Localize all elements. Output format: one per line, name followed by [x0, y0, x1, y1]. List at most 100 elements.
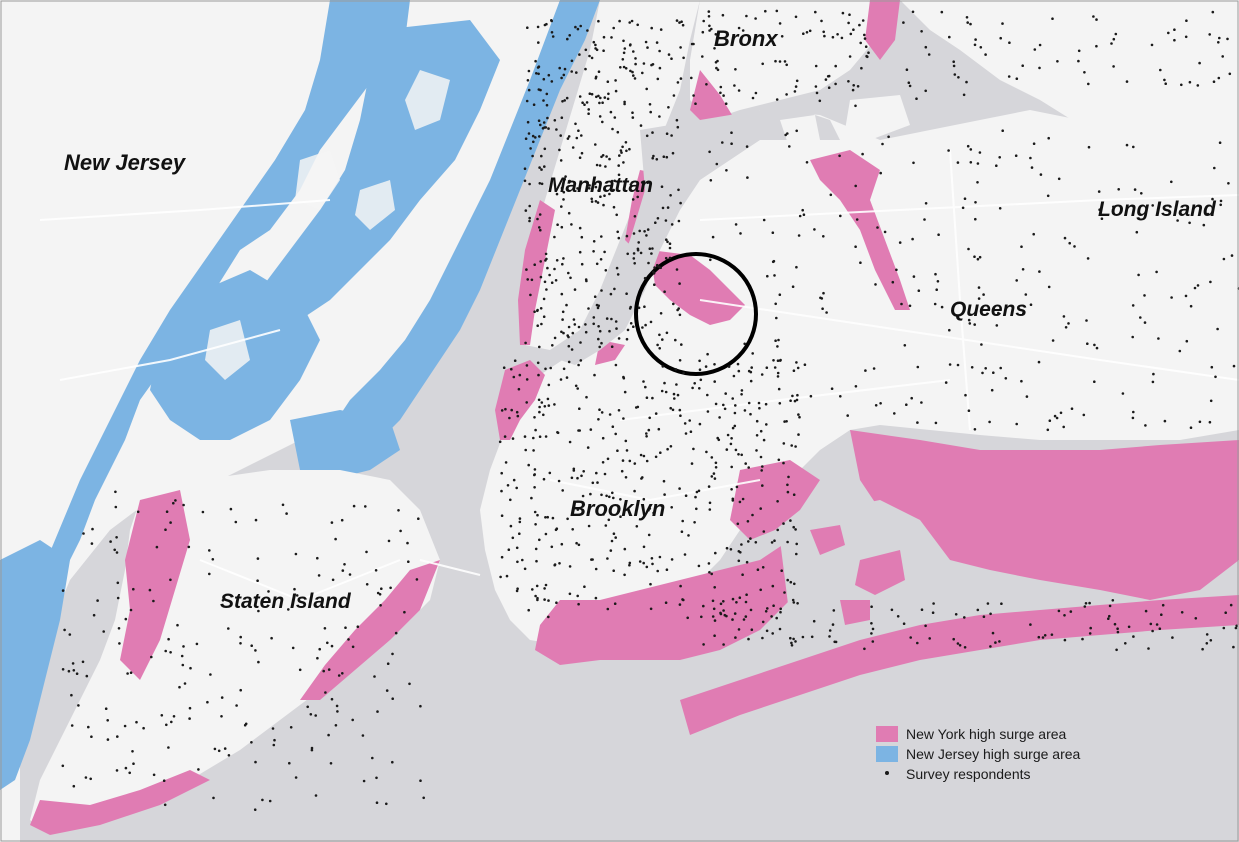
survey-respondent-dot	[995, 324, 999, 327]
survey-respondent-dot	[152, 599, 155, 603]
survey-respondent-dot	[740, 543, 743, 546]
survey-respondent-dot	[499, 575, 502, 579]
survey-respondent-dot	[632, 252, 636, 255]
survey-respondent-dot	[733, 424, 737, 428]
survey-respondent-dot	[148, 588, 152, 592]
survey-respondent-dot	[578, 156, 582, 159]
survey-respondent-dot	[291, 646, 295, 650]
survey-respondent-dot	[641, 71, 644, 75]
survey-respondent-dot	[621, 58, 625, 61]
survey-respondent-dot	[534, 428, 537, 432]
survey-respondent-dot	[713, 634, 716, 637]
survey-respondent-dot	[1131, 416, 1135, 420]
survey-respondent-dot	[1151, 629, 1154, 633]
survey-respondent-dot	[879, 402, 882, 405]
survey-respondent-dot	[341, 672, 344, 675]
survey-respondent-dot	[623, 102, 626, 106]
survey-respondent-dot	[239, 642, 242, 645]
survey-respondent-dot	[527, 88, 531, 92]
survey-respondent-dot	[606, 457, 610, 461]
survey-respondent-dot	[250, 741, 253, 744]
survey-respondent-dot	[389, 586, 392, 590]
survey-respondent-dot	[234, 520, 238, 524]
survey-respondent-dot	[553, 336, 557, 340]
survey-respondent-dot	[538, 226, 541, 229]
survey-respondent-dot	[75, 672, 79, 675]
survey-respondent-dot	[178, 685, 181, 689]
survey-respondent-dot	[698, 359, 701, 363]
survey-respondent-dot	[744, 462, 747, 465]
survey-respondent-dot	[782, 442, 786, 445]
survey-respondent-dot	[1025, 395, 1029, 398]
survey-respondent-dot	[818, 99, 822, 103]
survey-respondent-dot	[754, 17, 757, 20]
survey-respondent-dot	[1163, 419, 1167, 423]
survey-respondent-dot	[67, 669, 71, 673]
survey-respondent-dot	[803, 363, 807, 367]
survey-respondent-dot	[294, 552, 298, 556]
survey-respondent-dot	[629, 183, 633, 186]
survey-respondent-dot	[220, 715, 223, 718]
survey-respondent-dot	[546, 266, 549, 270]
survey-respondent-dot	[618, 154, 621, 157]
survey-respondent-dot	[508, 416, 511, 420]
survey-respondent-dot	[172, 501, 175, 505]
survey-respondent-dot	[1176, 219, 1179, 222]
survey-respondent-dot	[560, 542, 564, 546]
survey-respondent-dot	[525, 268, 528, 271]
survey-respondent-dot	[905, 403, 908, 407]
survey-respondent-dot	[318, 647, 322, 651]
survey-respondent-dot	[604, 165, 607, 168]
survey-respondent-dot	[725, 448, 729, 451]
survey-respondent-dot	[680, 343, 683, 346]
survey-respondent-dot	[670, 134, 673, 137]
survey-respondent-dot	[594, 596, 598, 600]
survey-respondent-dot	[223, 747, 227, 750]
survey-respondent-dot	[374, 569, 378, 572]
survey-respondent-dot	[590, 56, 594, 60]
survey-respondent-dot	[984, 53, 987, 56]
survey-respondent-dot	[668, 256, 672, 260]
survey-respondent-dot	[580, 235, 584, 239]
survey-respondent-dot	[759, 588, 762, 592]
survey-respondent-dot	[1196, 84, 1200, 87]
survey-respondent-dot	[560, 116, 564, 119]
survey-respondent-dot	[1216, 327, 1219, 331]
survey-respondent-dot	[221, 599, 225, 602]
survey-respondent-dot	[681, 598, 684, 601]
survey-respondent-dot	[956, 363, 960, 367]
survey-respondent-dot	[1224, 611, 1227, 614]
survey-respondent-dot	[645, 396, 649, 400]
survey-respondent-dot	[543, 280, 547, 284]
survey-respondent-dot	[645, 134, 649, 138]
survey-respondent-dot	[815, 91, 819, 95]
survey-respondent-dot	[908, 84, 912, 88]
survey-respondent-dot	[679, 201, 682, 205]
survey-respondent-dot	[555, 259, 559, 262]
survey-respondent-dot	[364, 505, 367, 508]
survey-respondent-dot	[856, 85, 860, 88]
survey-respondent-dot	[1159, 68, 1162, 72]
east-river	[560, 110, 840, 365]
survey-respondent-dot	[863, 37, 867, 40]
survey-respondent-dot	[528, 219, 531, 223]
survey-respondent-dot	[778, 627, 782, 631]
survey-respondent-dot	[872, 367, 876, 370]
survey-respondent-dot	[536, 361, 540, 365]
survey-respondent-dot	[589, 428, 593, 431]
survey-respondent-dot	[879, 171, 882, 175]
survey-respondent-dot	[757, 401, 761, 405]
survey-respondent-dot	[636, 23, 639, 27]
survey-respondent-dot	[666, 206, 670, 209]
survey-respondent-dot	[118, 642, 121, 645]
survey-respondent-dot	[533, 473, 536, 476]
survey-respondent-dot	[789, 580, 793, 584]
survey-respondent-dot	[537, 72, 540, 76]
survey-respondent-dot	[608, 157, 611, 161]
survey-respondent-dot	[907, 81, 911, 84]
survey-respondent-dot	[1116, 630, 1120, 634]
survey-respondent-dot	[963, 646, 967, 649]
survey-respondent-dot	[672, 302, 675, 306]
survey-respondent-dot	[791, 285, 795, 289]
survey-respondent-dot	[599, 96, 602, 100]
